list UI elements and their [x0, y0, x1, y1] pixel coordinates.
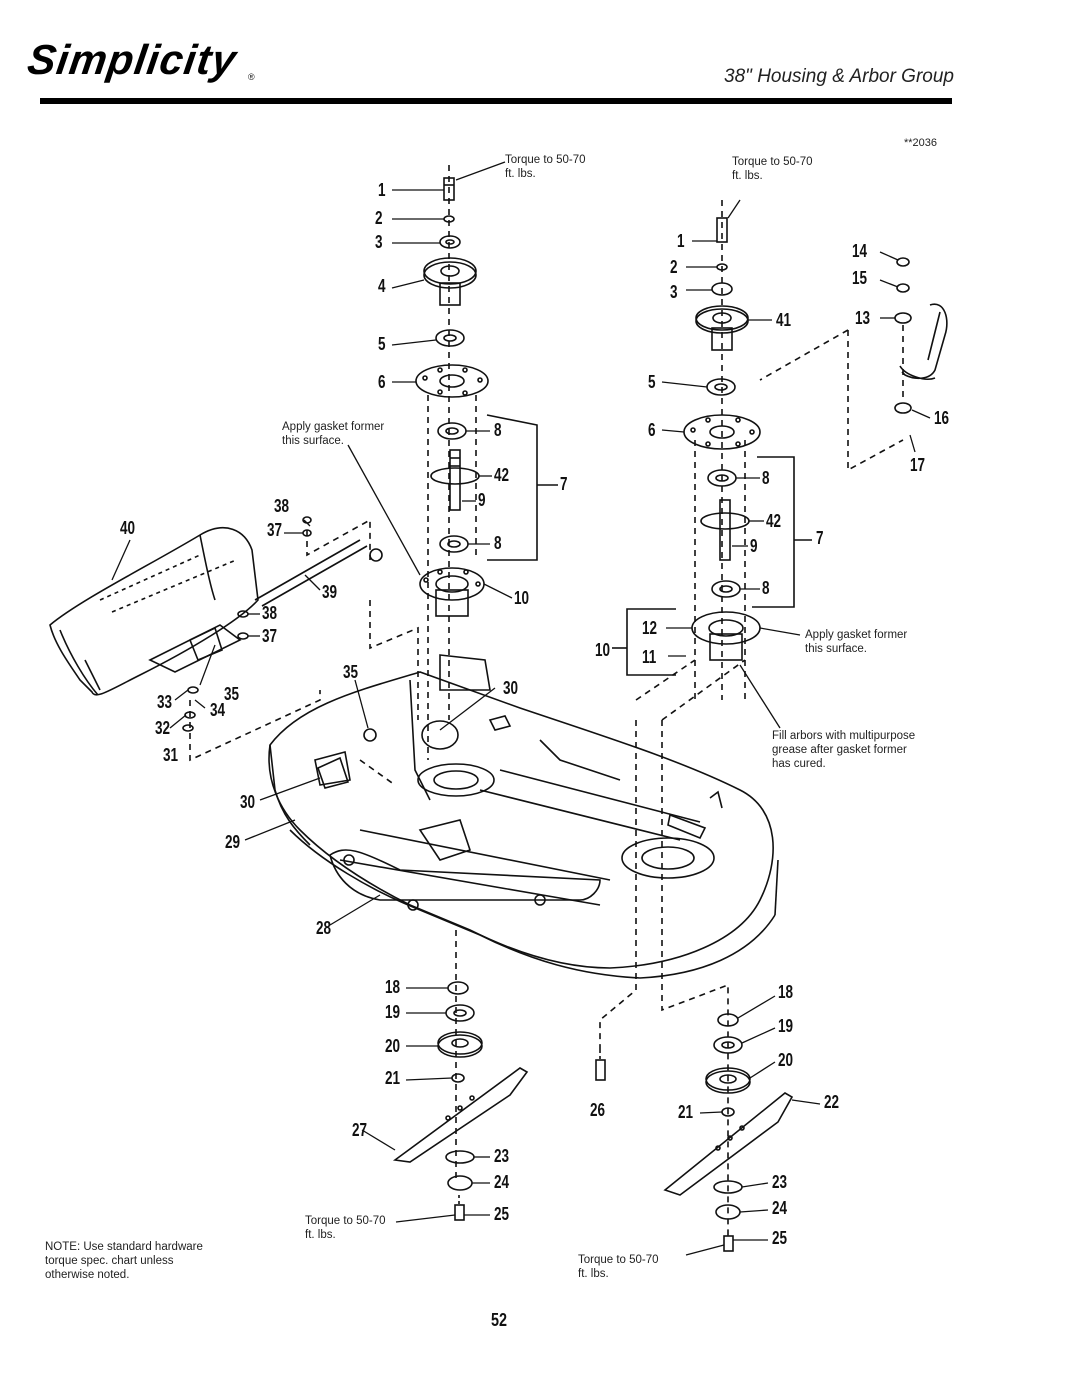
gasket-callout: Apply gasket former this surface.: [805, 629, 908, 655]
part-number-label: 29: [225, 832, 241, 852]
part-number-label: 8: [494, 533, 502, 553]
part-number-label: 3: [375, 232, 383, 252]
part-number-label: 26: [590, 1100, 606, 1120]
part-number-label: 42: [494, 465, 510, 485]
part-number-label: 33: [157, 692, 173, 712]
part-number-label: 18: [385, 977, 401, 997]
part-number-label: 22: [824, 1092, 840, 1112]
part-number-label: 24: [772, 1198, 788, 1218]
gasket-callout: Apply gasket former this surface.: [282, 421, 385, 447]
part-number-label: 20: [778, 1050, 794, 1070]
figure-code: **2036: [904, 137, 938, 149]
part-number-label: 10: [514, 588, 530, 608]
part-number-label: 23: [772, 1172, 788, 1192]
part-number-label: 11: [642, 647, 657, 667]
part-number-label: 3: [670, 282, 678, 302]
part-number-label: 1: [378, 180, 386, 200]
page-title: 38" Housing & Arbor Group: [724, 66, 954, 87]
part-number-label: 25: [494, 1204, 510, 1224]
part-number-label: 42: [766, 511, 782, 531]
part-number-label: 35: [224, 684, 240, 704]
deck-housing: [268, 671, 774, 969]
part-number-label: 27: [352, 1120, 368, 1140]
part-number-label: 10: [595, 640, 611, 660]
part-number-label: 5: [648, 372, 656, 392]
part-number-label: 13: [855, 308, 871, 328]
part-number-label: 7: [816, 528, 824, 548]
part-number-label: 2: [670, 257, 678, 277]
part-number-label: 16: [934, 408, 950, 428]
part-number-label: 37: [267, 520, 283, 540]
grease-callout: Fill arbors with multipurpose grease aft…: [772, 730, 916, 770]
belt-guide: [901, 303, 948, 380]
part-number-label: 18: [778, 982, 794, 1002]
part-number-label: 25: [772, 1228, 788, 1248]
part-number-label: 1: [677, 231, 685, 251]
part-number-label: 21: [385, 1068, 401, 1088]
part-number-label: 4: [378, 276, 386, 296]
page-number: 52: [491, 1310, 508, 1330]
discharge-chute: [49, 526, 259, 696]
part-number-label: 30: [503, 678, 519, 698]
part-number-label: 39: [322, 582, 338, 602]
part-number-label: 8: [762, 578, 770, 598]
part-number-label: 19: [778, 1016, 794, 1036]
part-number-label: 7: [560, 474, 568, 494]
part-number-label: 8: [762, 468, 770, 488]
part-number-label: 6: [378, 372, 386, 392]
part-number-label: 21: [678, 1102, 694, 1122]
part-number-label: 34: [210, 700, 226, 720]
part-number-label: 14: [852, 241, 868, 261]
torque-callout: Torque to 50-70 ft. lbs.: [732, 156, 813, 182]
part-number-label: 40: [120, 518, 136, 538]
part-number-label: 19: [385, 1002, 401, 1022]
part-number-label: 28: [316, 918, 332, 938]
part-number-label: 15: [852, 268, 868, 288]
part-number-label: 8: [494, 420, 502, 440]
part-number-label: 20: [385, 1036, 401, 1056]
registered-mark: ®: [248, 72, 255, 82]
part-number-label: 32: [155, 718, 171, 738]
part-number-label: 17: [910, 455, 926, 475]
part-number-label: 37: [262, 626, 278, 646]
part-number-label: 38: [262, 603, 278, 623]
part-number-label: 35: [343, 662, 359, 682]
part-number-label: 9: [750, 536, 758, 556]
part-number-label: 12: [642, 618, 658, 638]
hardware-note: NOTE: Use standard hardware torque spec.…: [45, 1241, 203, 1281]
part-number-label: 38: [274, 496, 290, 516]
left-blade: [392, 1067, 529, 1163]
part-number-label: 2: [375, 208, 383, 228]
right-blade: [663, 1092, 794, 1196]
part-number-label: 31: [163, 745, 179, 765]
part-number-label: 5: [378, 334, 386, 354]
part-number-label: 23: [494, 1146, 510, 1166]
torque-callout: Torque to 50-70 ft. lbs.: [305, 1215, 386, 1241]
part-number-label: 30: [240, 792, 256, 812]
torque-callout: Torque to 50-70 ft. lbs.: [578, 1254, 659, 1280]
part-number-label: 24: [494, 1172, 510, 1192]
part-number-label: 9: [478, 490, 486, 510]
header-rule: [40, 98, 952, 104]
part-number-label: 6: [648, 420, 656, 440]
torque-callout: Torque to 50-70 ft. lbs.: [505, 154, 586, 180]
part-number-label: 41: [776, 310, 792, 330]
